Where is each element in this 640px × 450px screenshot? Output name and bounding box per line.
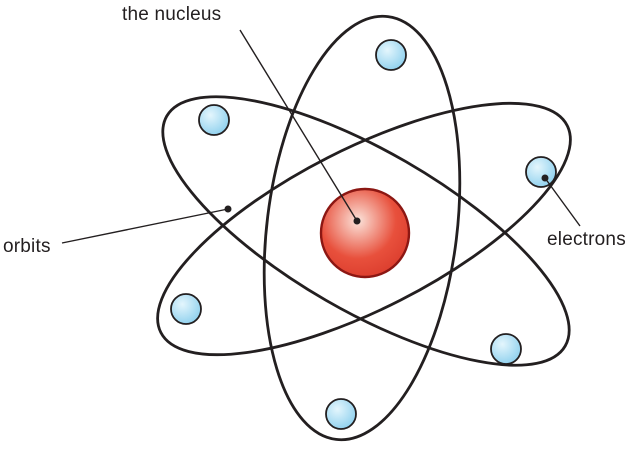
electrons-group bbox=[170, 39, 557, 430]
electron-circle-5 bbox=[490, 333, 522, 365]
orbits-group bbox=[156, 14, 572, 442]
nucleus-leader-line bbox=[239, 29, 358, 222]
orbits-label: orbits bbox=[3, 236, 51, 257]
electron-circle-1 bbox=[375, 39, 407, 71]
orbits-leader-line bbox=[61, 208, 229, 244]
electron-circle-4 bbox=[170, 293, 202, 325]
electron-circle-6 bbox=[325, 398, 357, 430]
electron-circle-3 bbox=[525, 156, 557, 188]
orbits-leader-dot bbox=[224, 205, 232, 213]
nucleus-circle bbox=[319, 187, 411, 279]
electrons-leader-dot bbox=[541, 174, 549, 182]
orbit-ellipse-3 bbox=[156, 101, 572, 357]
electrons-leader-line bbox=[544, 177, 581, 227]
nucleus-leader-dot bbox=[353, 217, 361, 225]
electrons-label: electrons bbox=[547, 229, 626, 250]
nucleus-group bbox=[319, 187, 411, 279]
orbit-ellipse-1 bbox=[262, 14, 462, 442]
nucleus-label: the nucleus bbox=[122, 4, 222, 25]
leader-lines-group bbox=[61, 29, 581, 244]
orbit-ellipse-2 bbox=[161, 95, 571, 367]
electron-circle-2 bbox=[198, 104, 230, 136]
